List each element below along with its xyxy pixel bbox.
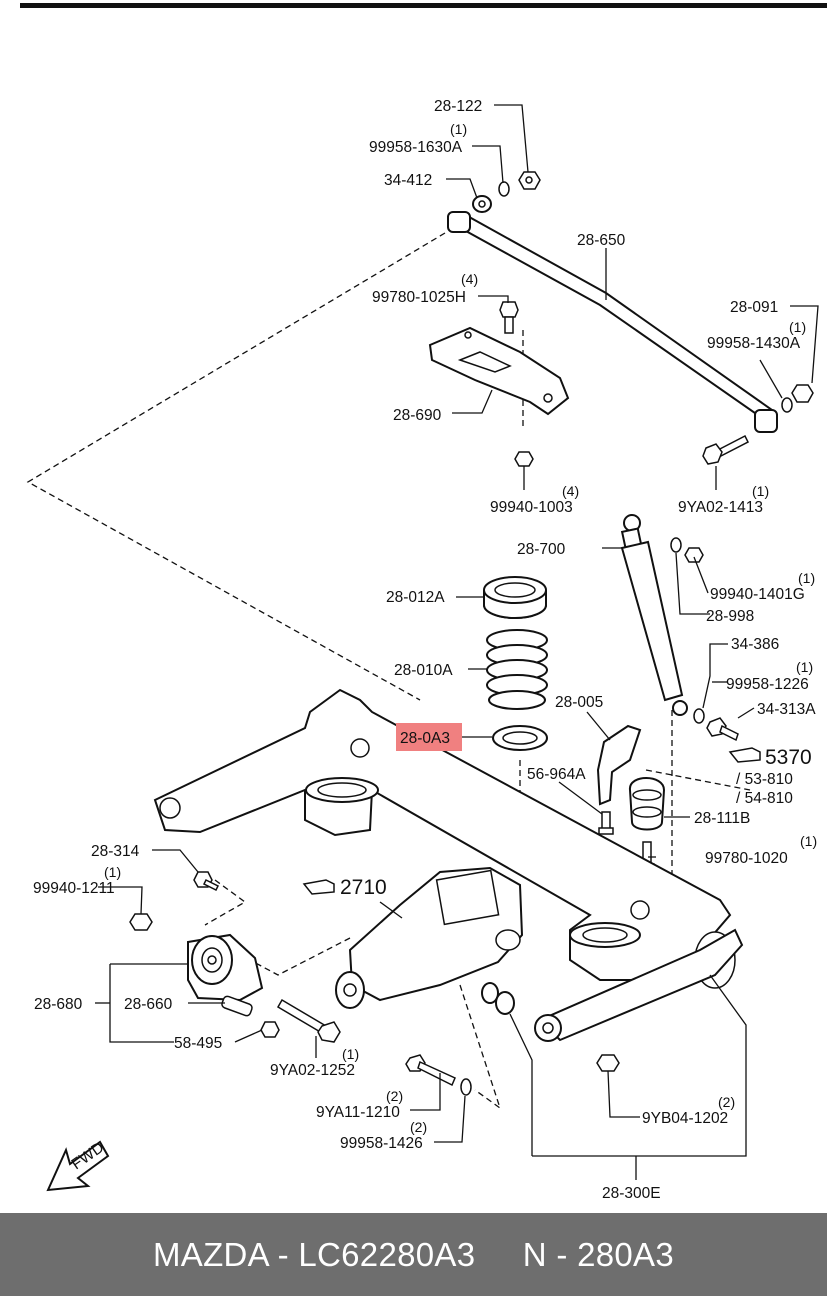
bump-stopper — [629, 777, 666, 831]
label-28-300e: 28-300E — [602, 1185, 661, 1202]
qty-99958-1430a: (1) — [789, 319, 806, 335]
nut-58-495 — [260, 1021, 280, 1038]
nut-99940-1003 — [514, 451, 534, 467]
label-9yb04-1202: 9YB04-1202 — [642, 1110, 728, 1127]
washer-99958-1630a — [498, 181, 510, 197]
nut-99940-1401g — [684, 547, 704, 563]
coil-spring — [486, 629, 548, 710]
differential-housing — [335, 866, 524, 1009]
label-28-010a: 28-010A — [394, 662, 453, 679]
bushing-assembly-28-680 — [187, 933, 264, 1002]
ref-2710[interactable]: 2710 — [340, 876, 387, 899]
washer-99958-1430a — [781, 397, 793, 413]
bolt-99780-1025h — [499, 301, 519, 334]
clip-56-964a — [598, 811, 614, 835]
label-28-650: 28-650 — [577, 232, 626, 249]
washer-99958-1426 — [460, 1078, 472, 1096]
label-99940-1003: 99940-1003 — [490, 499, 573, 516]
qty-99958-1630a: (1) — [450, 121, 467, 137]
label-28-091: 28-091 — [730, 299, 778, 316]
diff-guide-line — [249, 937, 351, 976]
qty-9yb04-1202: (2) — [718, 1094, 735, 1110]
label-54-810: / 54-810 — [736, 790, 793, 807]
qty-9ya02-1413: (1) — [752, 483, 769, 499]
bolt-28-314 — [193, 871, 220, 892]
label-56-964a: 56-964A — [527, 766, 586, 783]
nut-9yb04-1202 — [596, 1054, 620, 1072]
upper-spring-seat — [483, 576, 547, 619]
qty-99780-1025h: (4) — [461, 271, 478, 287]
bumper-guide-line — [645, 769, 751, 791]
label-28-012a: 28-012A — [386, 589, 445, 606]
label-99780-1025h: 99780-1025H — [372, 289, 466, 306]
bolt-34-313a — [706, 717, 739, 742]
fwd-arrow: FWD — [46, 1139, 110, 1192]
bracket-28-005 — [596, 724, 642, 806]
qty-99780-1020: (1) — [800, 833, 817, 849]
label-99958-1430a: 99958-1430A — [707, 335, 801, 352]
bolt-9ya02-1413 — [702, 434, 750, 465]
washer-99958-1226 — [693, 708, 705, 724]
lateral-rod-guide-line — [26, 232, 446, 701]
bolt-9ya02-1252 — [276, 998, 341, 1043]
hand-icon-2710[interactable] — [302, 879, 335, 895]
label-9ya02-1252: 9YA02-1252 — [270, 1062, 355, 1079]
lower-spring-seat — [492, 725, 548, 751]
qty-9ya02-1252: (1) — [342, 1046, 359, 1062]
label-53-810: / 53-810 — [736, 771, 793, 788]
lateral-rod — [447, 211, 778, 433]
washer-28-998 — [670, 537, 682, 553]
qty-99940-1003: (4) — [562, 483, 579, 499]
label-99940-1401g: 99940-1401G — [710, 586, 805, 603]
nut-99940-1211 — [129, 913, 153, 931]
footer-bar: MAZDA - LC62280A3 N - 280A3 — [0, 1213, 827, 1296]
label-34-313a: 34-313A — [757, 701, 816, 718]
shock-absorber — [620, 514, 688, 716]
nut-28-091 — [791, 384, 814, 403]
label-28-680: 28-680 — [34, 996, 83, 1013]
qty-99940-1401g: (1) — [798, 570, 815, 586]
bushing-guide-line — [204, 879, 247, 926]
label-28-122: 28-122 — [434, 98, 482, 115]
label-28-660: 28-660 — [124, 996, 173, 1013]
top-rule — [20, 3, 827, 8]
label-28-005: 28-005 — [555, 694, 603, 711]
label-28-0a3: 28-0A3 — [400, 730, 450, 747]
label-34-386: 34-386 — [731, 636, 779, 653]
label-34-412: 34-412 — [384, 172, 432, 189]
label-28-998: 28-998 — [706, 608, 754, 625]
label-58-495: 58-495 — [174, 1035, 222, 1052]
qty-99958-1226: (1) — [796, 659, 813, 675]
label-99958-1630a: 99958-1630A — [369, 139, 463, 156]
bolt-9ya11-1210 — [405, 1054, 456, 1087]
nut-28-122 — [518, 171, 541, 190]
label-99940-1211: 99940-1211 — [33, 880, 115, 897]
label-9ya02-1413: 9YA02-1413 — [678, 499, 763, 516]
pin-58-495 — [221, 995, 253, 1017]
lower-arm — [534, 928, 744, 1042]
arm-bolt-guide-line — [459, 984, 502, 1110]
highlight-box — [396, 723, 462, 751]
label-28-700: 28-700 — [517, 541, 566, 558]
label-99958-1426: 99958-1426 — [340, 1135, 423, 1152]
label-9ya11-1210: 9YA11-1210 — [316, 1104, 400, 1121]
parts-diagram: FWD 28-122 (1) 99958-1630A 34-412 — [26, 98, 819, 1202]
ref-5370[interactable]: 5370 — [765, 746, 812, 769]
label-28-111b: 28-111B — [694, 810, 750, 827]
bushing-34-412 — [472, 195, 492, 213]
label-28-314: 28-314 — [91, 843, 140, 860]
qty-99958-1426: (2) — [410, 1119, 427, 1135]
hand-icon-5370[interactable] — [728, 747, 761, 763]
bushings-28-300e — [481, 982, 515, 1015]
label-99958-1226: 99958-1226 — [726, 676, 809, 693]
qty-9ya11-1210: (2) — [386, 1088, 403, 1104]
footer-part-number: MAZDA - LC62280A3 N - 280A3 — [152, 1235, 675, 1273]
label-28-690: 28-690 — [393, 407, 442, 424]
label-99780-1020: 99780-1020 — [705, 850, 788, 867]
bracket-28-690 — [428, 326, 570, 416]
qty-99940-1211: (1) — [104, 864, 121, 880]
